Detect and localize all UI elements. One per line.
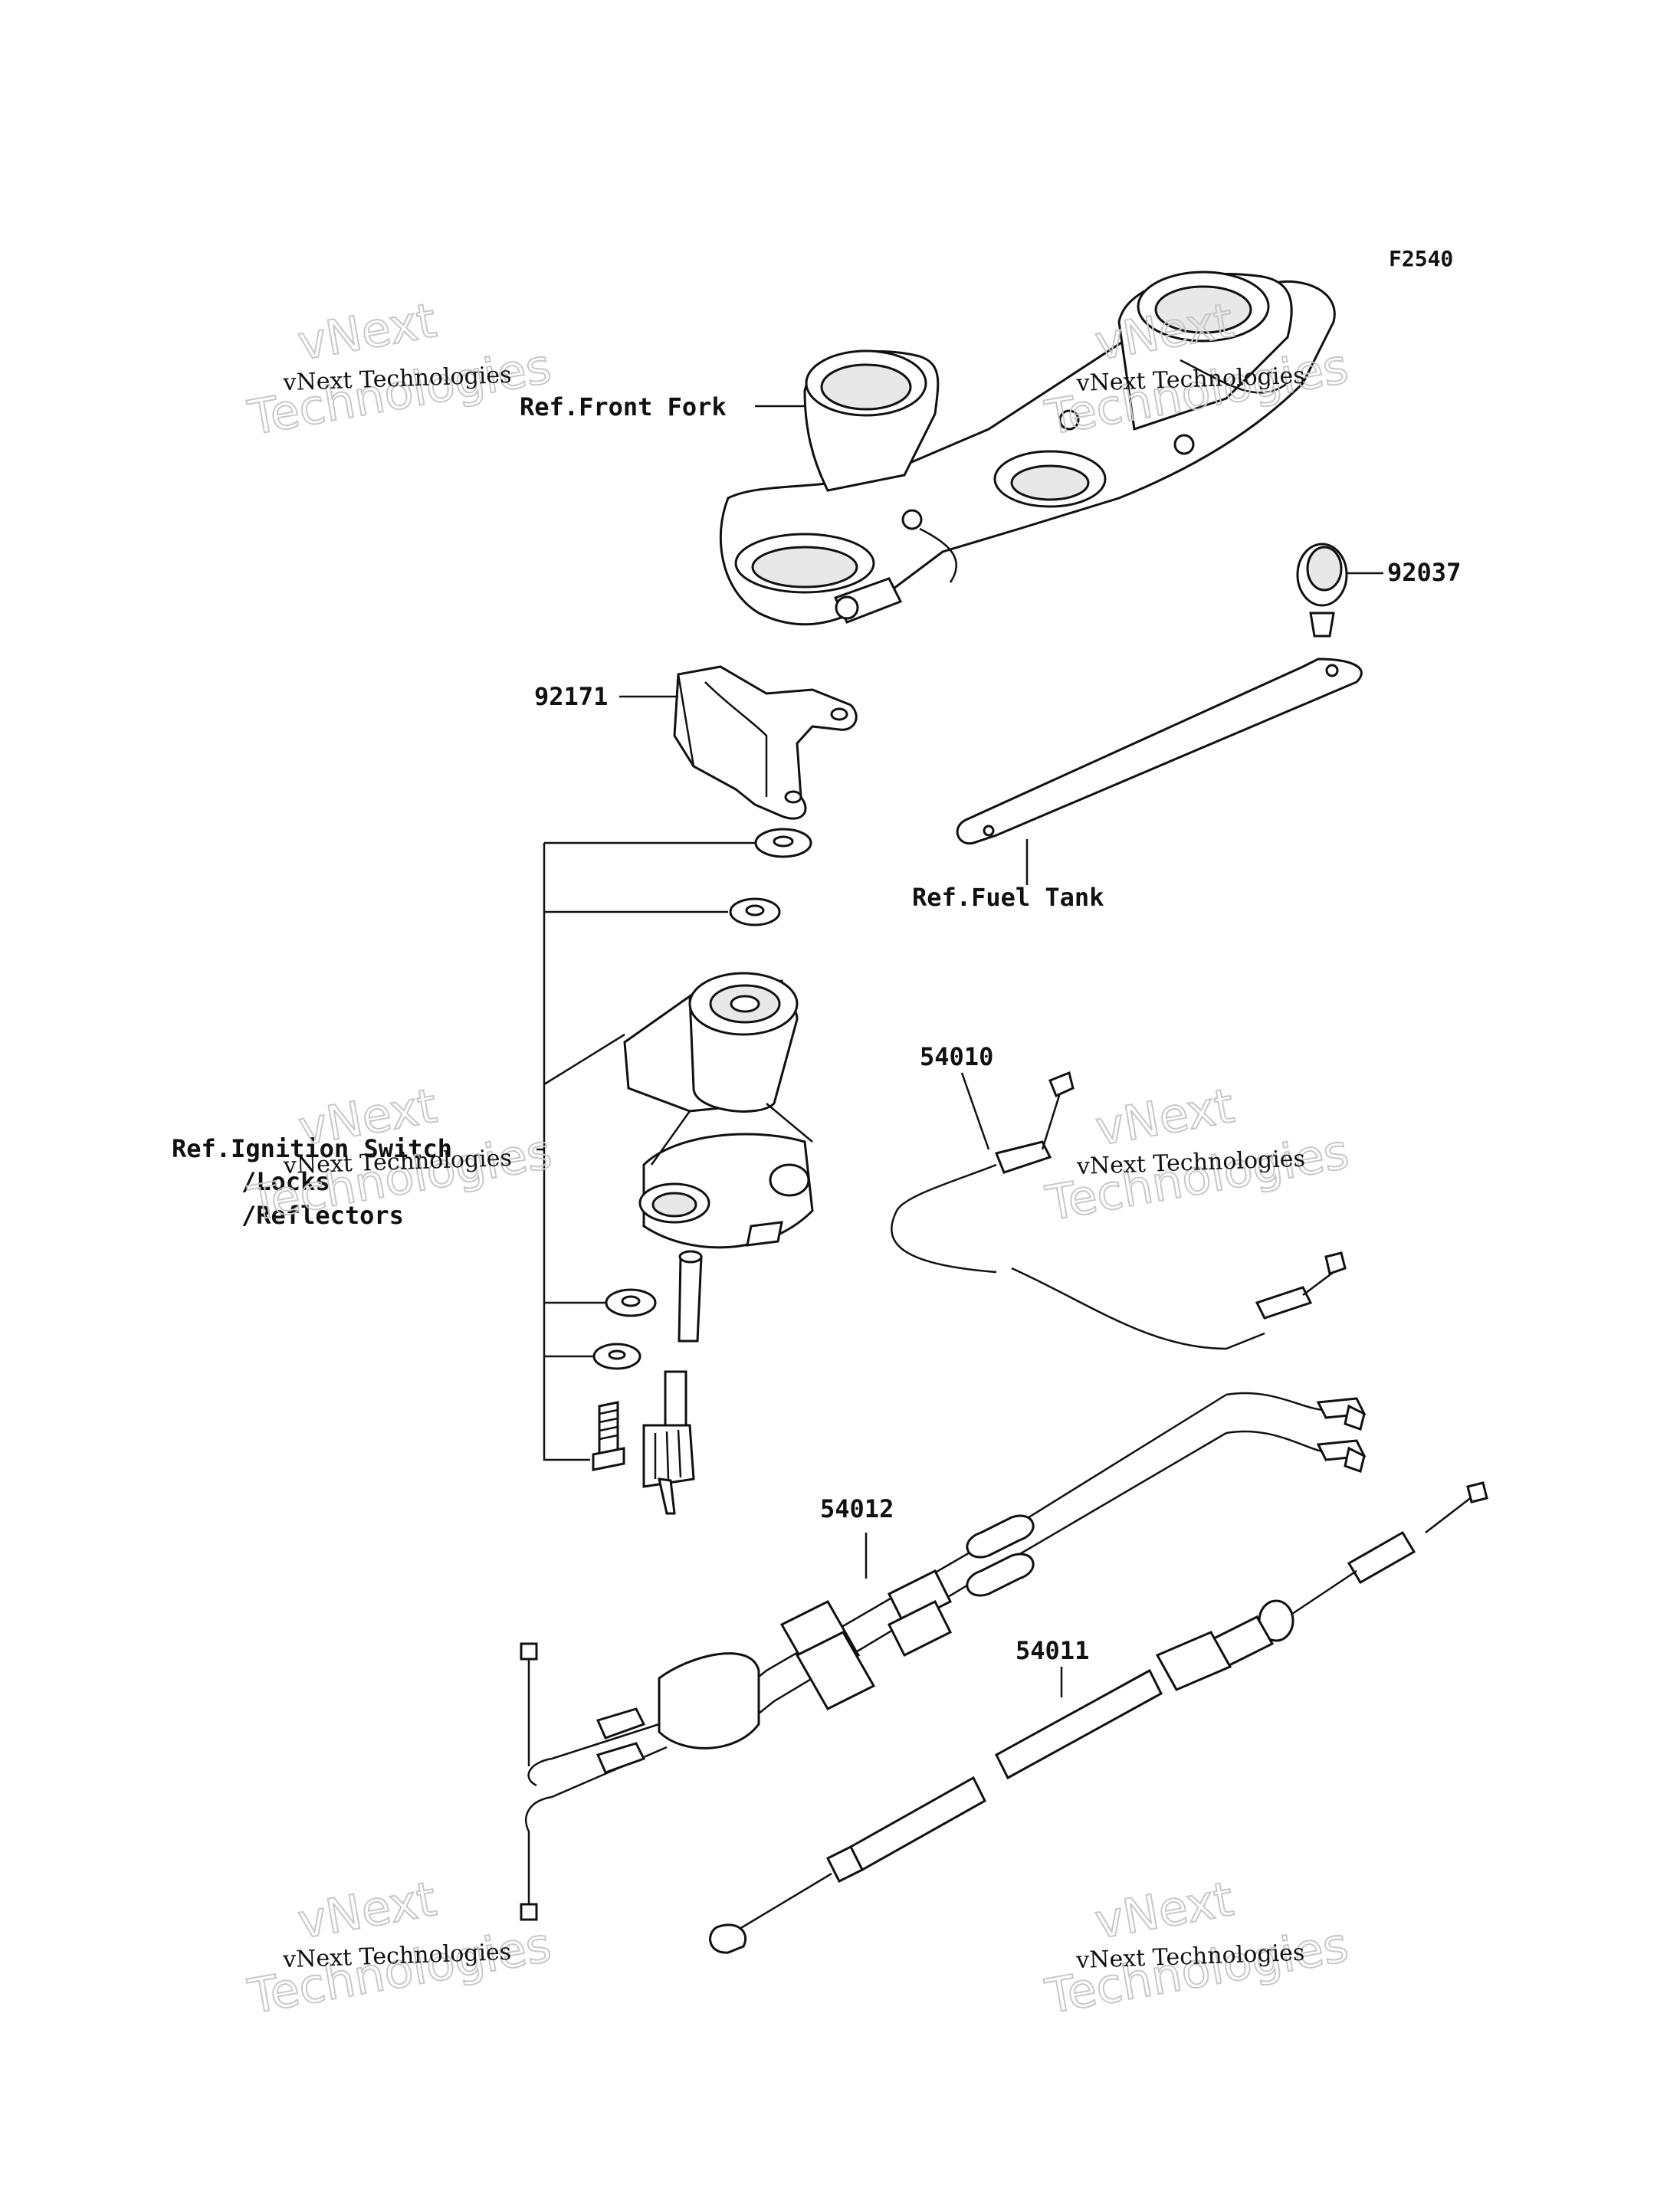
ref-front-fork-label: Ref.Front Fork [520, 392, 727, 421]
ref-ignition-line2: /Locks [241, 1167, 330, 1196]
bolt [592, 1401, 625, 1471]
wire-connector [642, 1370, 695, 1515]
part-number-92037: 92037 [1387, 558, 1461, 587]
ref-fuel-tank-label: Ref.Fuel Tank [912, 883, 1104, 912]
svg-text:vNext: vNext [294, 1871, 440, 1949]
watermark-top-left: vNext Technologies vNext Technologies [243, 291, 556, 447]
washer-fourth [592, 1343, 641, 1370]
washer-second [729, 897, 781, 926]
part-number-54011: 54011 [1016, 1636, 1089, 1665]
cable-set-54012 [520, 1392, 1367, 1921]
svg-text:vNext: vNext [1091, 1871, 1237, 1949]
watermark-mid-right: vNext Technologies vNext Technologies [1041, 1077, 1354, 1232]
part-number-54010: 54010 [920, 1042, 993, 1071]
svg-text:vNext: vNext [1091, 1077, 1238, 1156]
bracket-92171 [673, 665, 858, 820]
figure-code: F2540 [1389, 246, 1453, 271]
watermark-bottom-left: vNext Technologies vNext Technologies [243, 1870, 556, 2025]
ignition-switch [623, 972, 814, 1343]
washer-top [754, 828, 812, 858]
svg-text:vNext: vNext [294, 292, 440, 371]
leader-54010 [960, 1072, 990, 1150]
cable-54010 [891, 1071, 1347, 1350]
cable-54011 [709, 1481, 1488, 1954]
washer-third [605, 1288, 657, 1317]
upper-triple-clamp [719, 271, 1336, 626]
watermark-bottom-right: vNext Technologies vNext Technologies [1040, 1870, 1353, 2025]
ref-ignition-line3: /Reflectors [241, 1201, 404, 1230]
part-number-92171: 92171 [534, 682, 608, 711]
ref-ignition-line1: Ref.Ignition Switch [172, 1134, 452, 1163]
part-number-54012: 54012 [820, 1494, 894, 1523]
fuel-tank-strap [956, 543, 1363, 845]
leader-ignition-group [536, 841, 755, 1461]
